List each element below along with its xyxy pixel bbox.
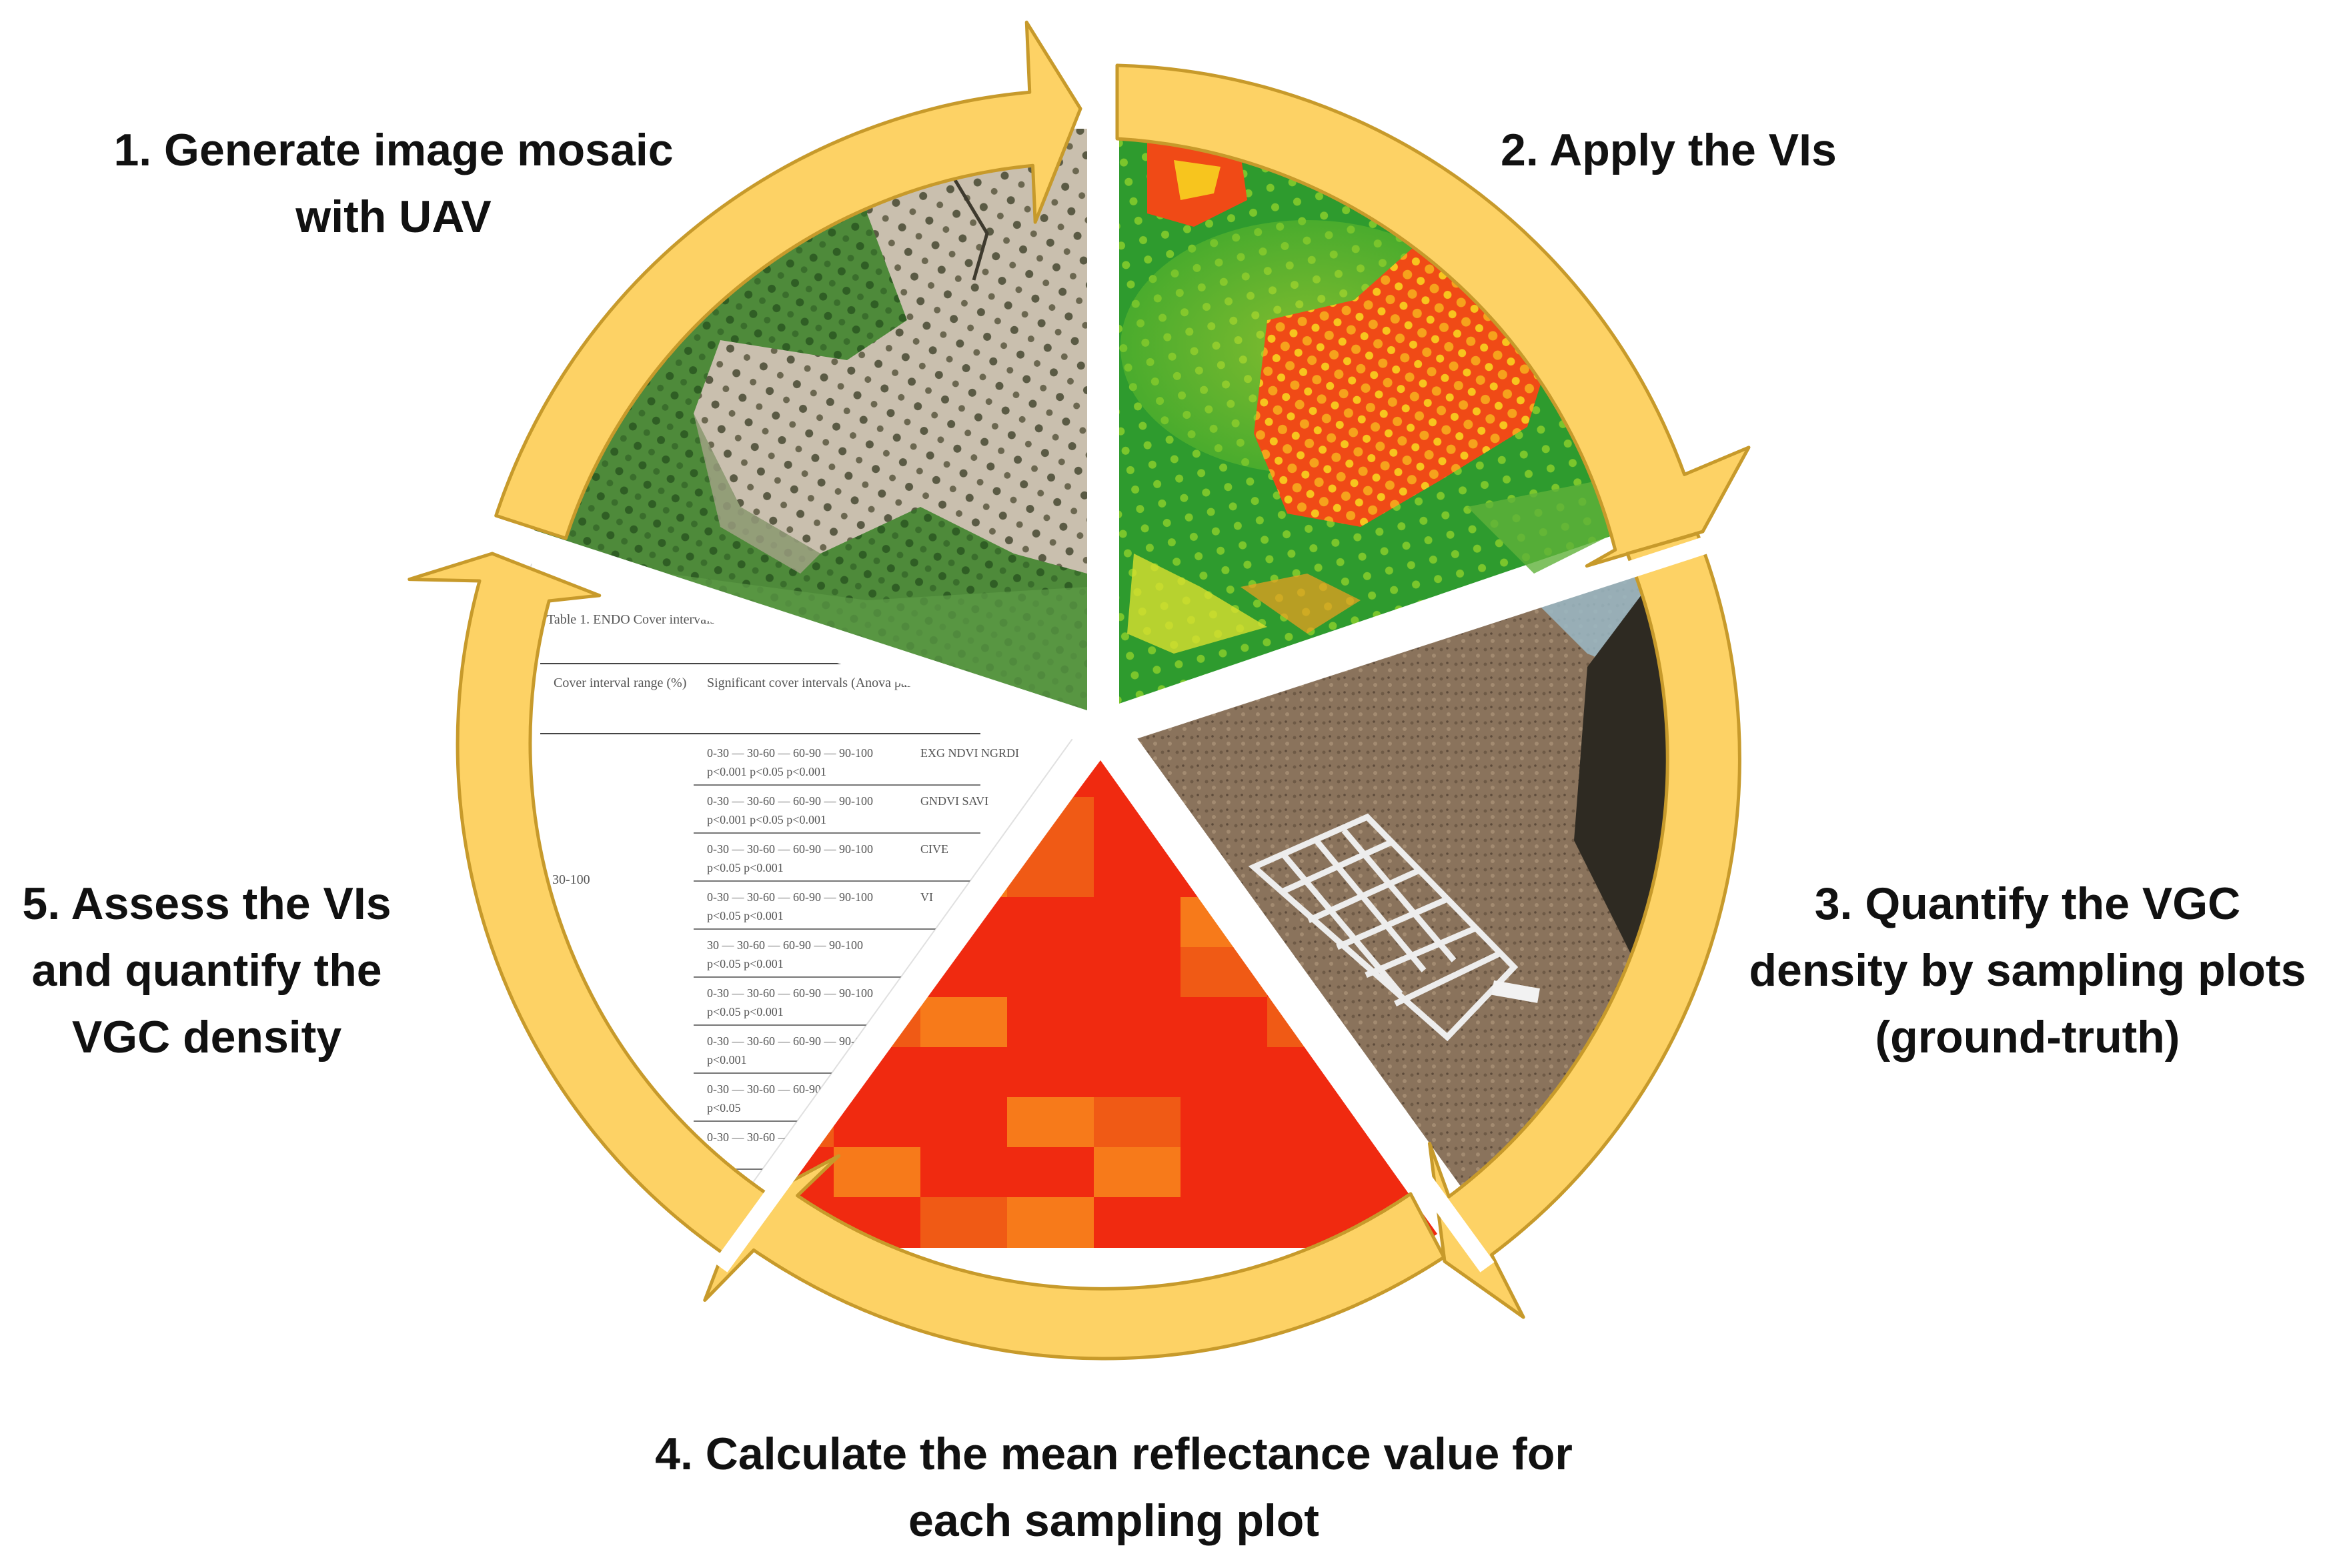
table-cell: p<0.001 p<0.05 p<0.001 (707, 813, 826, 826)
heatmap-cell (834, 1147, 921, 1198)
step-1-label: 1. Generate image mosaic with UAV (113, 125, 674, 242)
heatmap-cell (1007, 897, 1094, 948)
heatmap-cell (1094, 847, 1181, 898)
table-cell: EXG NDVI NGRDI (920, 746, 1019, 760)
table-header-significant: Significant cover intervals (Anova pairs… (707, 676, 925, 690)
table-cell: p<0.001 (707, 1053, 747, 1066)
step-3-label: 3. Quantify the VGC density by sampling … (1749, 878, 2306, 1062)
results-table-image: Table 1. ENDO Cover intervals and values… (502, 557, 1075, 1211)
table-cell: 0-30 — 30-60 — 60-90 — 90-100 (707, 794, 873, 808)
heatmap-cell (1094, 947, 1181, 998)
heatmap-cell (1007, 947, 1094, 998)
sector-separators (484, 87, 1724, 1273)
heatmap-cell (1007, 1197, 1094, 1248)
heatmap-cell (1094, 897, 1181, 948)
table-cell: 0-30 — 30-60 — 60-90 — 90-100 (707, 986, 873, 1000)
heatmap-cell (920, 1097, 1008, 1148)
table-cell: p<0.05 (707, 1101, 741, 1114)
heatmap-cell (1094, 1197, 1181, 1248)
heatmap-cell (1267, 1147, 1355, 1198)
heatmap-cell (1094, 1097, 1181, 1148)
table-cell: p<0.05 p<0.001 (707, 909, 784, 922)
step-4-label: 4. Calculate the mean reflectance value … (655, 1429, 1573, 1546)
heatmap-cell (920, 1197, 1008, 1248)
table-cell: p<0.05 p<0.001 (707, 861, 784, 874)
vegetation-index-map (1119, 133, 1667, 704)
heatmap-cell (1181, 1197, 1268, 1248)
table-cell: GNDVI SAVI (920, 794, 988, 808)
heatmap-cell (1007, 1147, 1094, 1198)
table-cell: 0-30 — 30-60 — 60-90 — 90-100 (707, 842, 873, 856)
heatmap-cell (1181, 1147, 1268, 1198)
heatmap-cell (1007, 1047, 1094, 1098)
table-cell: 30 — 30-60 — 60-90 — 90-100 (707, 938, 863, 952)
heatmap-cell (1181, 1097, 1268, 1148)
table-cell: 0-30 — 30-60 — 60-90 — 90-100 (707, 1034, 873, 1048)
step-2-label: 2. Apply the VIs (1501, 125, 1837, 175)
table-cell: 0-30 — 30-60 — 60-90 — 90-100 (707, 746, 873, 760)
heatmap-cell (1094, 1047, 1181, 1098)
table-cell: p<0.05 p<0.001 (707, 1005, 784, 1018)
table-cell: p<0.001 p<0.05 p<0.001 (707, 765, 826, 778)
sampling-quadrat-frame (1248, 813, 1519, 1042)
heatmap-cell (1181, 1047, 1268, 1098)
arrow-step1-to-step2 (494, 20, 1082, 540)
table-cell: p<0.05 p<0.001 (707, 957, 784, 970)
table-header-cover: Cover interval range (%) (554, 676, 686, 690)
heatmap-cell (1094, 1147, 1181, 1198)
heatmap-cell (920, 1047, 1008, 1098)
heatmap-cell (1094, 997, 1181, 1048)
arrow-step4-to-step5 (703, 1154, 1446, 1361)
arrow-step5-to-step1 (408, 552, 769, 1263)
table-cell: CIVE (920, 842, 948, 856)
rgb-mosaic-image (534, 129, 1087, 710)
heatmap-cell (920, 997, 1008, 1048)
heatmap-cell (1181, 997, 1268, 1048)
heatmap-cell (1007, 997, 1094, 1048)
heatmap-cell (1267, 1097, 1355, 1148)
table-cell: VI (920, 890, 933, 904)
table-cell: 0-30 — 30-60 — 60-90 — 90-100 (707, 890, 873, 904)
heatmap-cell (920, 1147, 1008, 1198)
step-5-label: 5. Assess the VIs and quantify the VGC d… (22, 878, 391, 1062)
table-row-label: 30-100 (552, 872, 590, 887)
heatmap-cell (1007, 1097, 1094, 1148)
